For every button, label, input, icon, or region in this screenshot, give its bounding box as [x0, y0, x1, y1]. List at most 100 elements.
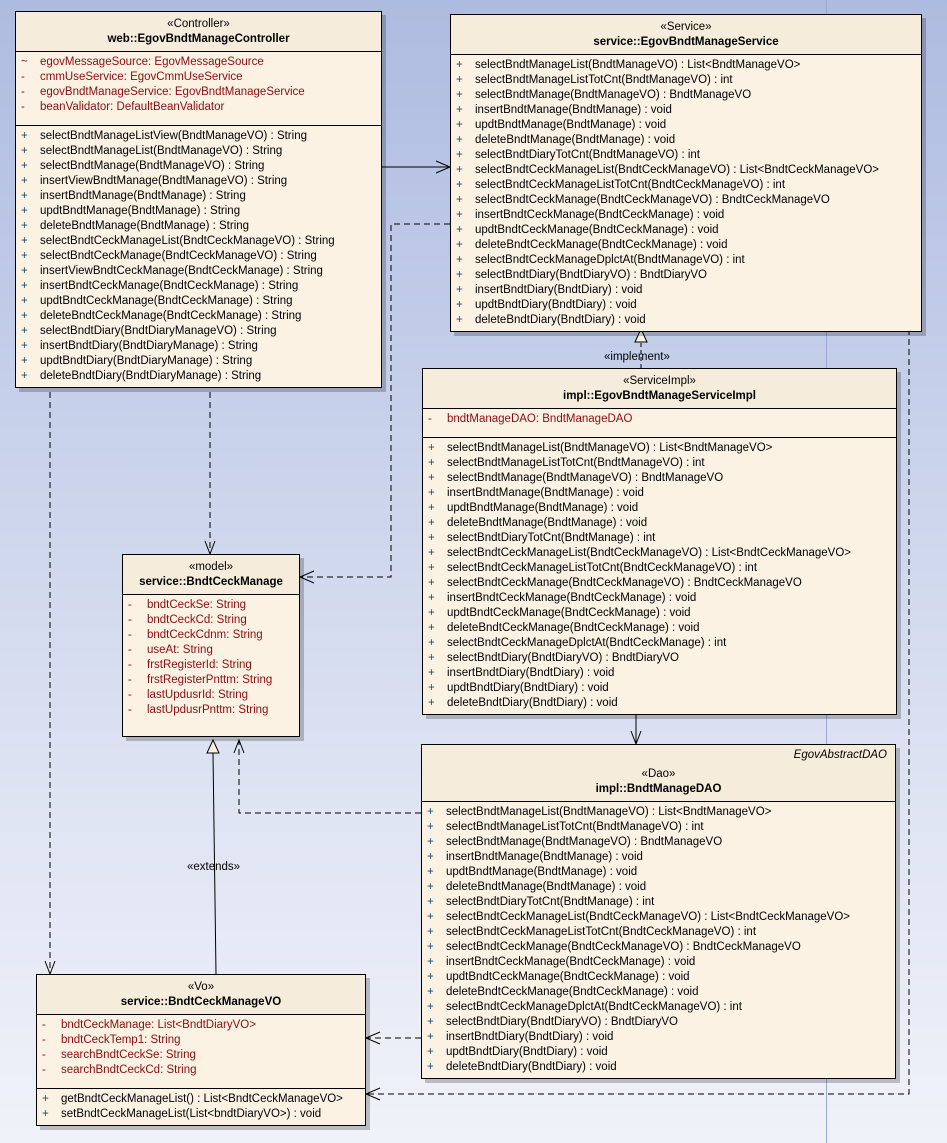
operation-row[interactable]: +deleteBndtDiary(BndtDiaryManage) : Stri… [16, 369, 381, 384]
attribute-row[interactable]: ~egovMessageSource: EgovMessageSource [16, 55, 381, 70]
attribute-row[interactable]: -egovBndtManageService: EgovBndtManageSe… [16, 85, 381, 100]
operation-row[interactable]: +insertBndtCeckManage(BndtCeckManage) : … [422, 955, 895, 970]
operation-row[interactable]: +insertBndtDiary(BndtDiary) : void [451, 283, 921, 298]
operation-row[interactable]: +selectBndtCeckManage(BndtCeckManageVO) … [422, 940, 895, 955]
class-dao[interactable]: EgovAbstractDAO «Dao» impl::BndtManageDA… [421, 744, 896, 1079]
attribute-row[interactable]: -frstRegisterPnttm: String [123, 673, 299, 688]
operation-row[interactable]: +selectBndtCeckManageList(BndtCeckManage… [451, 163, 921, 178]
operation-row[interactable]: +deleteBndtManage(BndtManage) : String [16, 219, 381, 234]
operation-row[interactable]: +selectBndtCeckManageListTotCnt(BndtCeck… [422, 925, 895, 940]
operation-row[interactable]: +selectBndtManage(BndtManageVO) : BndtMa… [423, 471, 896, 486]
attribute-row[interactable]: -bndtCeckCd: String [123, 613, 299, 628]
operation-row[interactable]: +insertBndtDiary(BndtDiary) : void [423, 666, 896, 681]
operation-row[interactable]: +selectBndtManage(BndtManageVO) : BndtMa… [422, 835, 895, 850]
attribute-row[interactable]: -frstRegisterId: String [123, 658, 299, 673]
attribute-row[interactable]: -bndtCeckManage: List<BndtDiaryVO> [37, 1018, 365, 1033]
operation-row[interactable]: +selectBndtCeckManageDplctAt(BndtManageV… [451, 253, 921, 268]
operation-row[interactable]: +setBndtCeckManageList(List<bndtDiaryVO>… [37, 1107, 365, 1122]
operation-row[interactable]: +selectBndtCeckManageListTotCnt(BndtCeck… [423, 561, 896, 576]
attribute-row[interactable]: -lastUpdusrId: String [123, 688, 299, 703]
operation-row[interactable]: +selectBndtManageList(BndtManageVO) : Li… [423, 441, 896, 456]
operation-row[interactable]: +updtBndtManage(BndtManage) : void [422, 865, 895, 880]
operation-row[interactable]: +selectBndtManageListTotCnt(BndtManageVO… [423, 456, 896, 471]
visibility-marker: - [42, 1049, 46, 1061]
operation-row[interactable]: +updtBndtDiary(BndtDiary) : void [423, 681, 896, 696]
operation-row[interactable]: +deleteBndtDiary(BndtDiary) : void [422, 1060, 895, 1075]
operation-row[interactable]: +selectBndtManageListTotCnt(BndtManageVO… [422, 820, 895, 835]
visibility-marker: + [21, 370, 28, 382]
operation-row[interactable]: +insertBndtManage(BndtManage) : String [16, 189, 381, 204]
operation-row[interactable]: +insertBndtCeckManage(BndtCeckManage) : … [423, 591, 896, 606]
operation-row[interactable]: +insertBndtCeckManage(BndtCeckManage) : … [451, 208, 921, 223]
attribute-row[interactable]: -searchBndtCeckSe: String [37, 1048, 365, 1063]
visibility-marker: - [128, 659, 132, 671]
operation-row[interactable]: +selectBndtDiaryTotCnt(BndtManage) : int [423, 531, 896, 546]
visibility-marker: - [21, 101, 25, 113]
operation-row[interactable]: +deleteBndtManage(BndtManage) : void [422, 880, 895, 895]
operation-row[interactable]: +selectBndtCeckManage(BndtCeckManageVO) … [451, 193, 921, 208]
operation-row[interactable]: +deleteBndtCeckManage(BndtCeckManage) : … [423, 621, 896, 636]
attribute-row[interactable]: -bndtCeckTemp1: String [37, 1033, 365, 1048]
operation-row[interactable]: +updtBndtCeckManage(BndtCeckManage) : St… [16, 294, 381, 309]
operation-row[interactable]: +deleteBndtDiary(BndtDiary) : void [423, 696, 896, 711]
operation-row[interactable]: +selectBndtDiary(BndtDiaryManageVO) : St… [16, 324, 381, 339]
operation-row[interactable]: +updtBndtCeckManage(BndtCeckManage) : vo… [422, 970, 895, 985]
operation-row[interactable]: +updtBndtCeckManage(BndtCeckManage) : vo… [423, 606, 896, 621]
operation-row[interactable]: +updtBndtDiary(BndtDiary) : void [451, 298, 921, 313]
operation-row[interactable]: +updtBndtCeckManage(BndtCeckManage) : vo… [451, 223, 921, 238]
operation-row[interactable]: +deleteBndtCeckManage(BndtCeckManage) : … [422, 985, 895, 1000]
operation-row[interactable]: +insertBndtDiary(BndtDiaryManage) : Stri… [16, 339, 381, 354]
attribute-row[interactable]: -useAt: String [123, 643, 299, 658]
operation-row[interactable]: +updtBndtDiary(BndtDiary) : void [422, 1045, 895, 1060]
operation-row[interactable]: +deleteBndtDiary(BndtDiary) : void [451, 313, 921, 328]
operation-row[interactable]: +insertViewBndtCeckManage(BndtCeckManage… [16, 264, 381, 279]
operation-row[interactable]: +insertBndtManage(BndtManage) : void [422, 850, 895, 865]
attribute-row[interactable]: -cmmUseService: EgovCmmUseService [16, 70, 381, 85]
operation-row[interactable]: +updtBndtManage(BndtManage) : void [451, 118, 921, 133]
attribute-row[interactable]: -bndtManageDAO: BndtManageDAO [423, 412, 896, 427]
operation-row[interactable]: +selectBndtCeckManageDplctAt(BndtCeckMan… [423, 636, 896, 651]
class-controller[interactable]: «Controller» web::EgovBndtManageControll… [15, 11, 382, 388]
operation-row[interactable]: +selectBndtManageList(BndtManageVO) : Li… [451, 58, 921, 73]
class-service[interactable]: «Service» service::EgovBndtManageService… [450, 14, 922, 332]
attribute-row[interactable]: -searchBndtCeckCd: String [37, 1063, 365, 1078]
operation-row[interactable]: +selectBndtCeckManageList(BndtCeckManage… [422, 910, 895, 925]
operation-row[interactable]: +selectBndtDiaryTotCnt(BndtManageVO) : i… [451, 148, 921, 163]
operation-row[interactable]: +selectBndtCeckManageDplctAt(BndtCeckMan… [422, 1000, 895, 1015]
attribute-row[interactable]: -bndtCeckCdnm: String [123, 628, 299, 643]
operation-row[interactable]: +selectBndtDiary(BndtDiaryVO) : BndtDiar… [422, 1015, 895, 1030]
operation-row[interactable]: +selectBndtDiary(BndtDiaryVO) : BndtDiar… [423, 651, 896, 666]
operation-row[interactable]: +selectBndtCeckManageList(BndtCeckManage… [423, 546, 896, 561]
operation-row[interactable]: +selectBndtManageList(BndtManageVO) : St… [16, 144, 381, 159]
operation-row[interactable]: +updtBndtManage(BndtManage) : void [423, 501, 896, 516]
operation-row[interactable]: +getBndtCeckManageList() : List<BndtCeck… [37, 1092, 365, 1107]
attribute-row[interactable]: -bndtCeckSe: String [123, 598, 299, 613]
operation-row[interactable]: +deleteBndtCeckManage(BndtCeckManage) : … [16, 309, 381, 324]
operation-row[interactable]: +deleteBndtCeckManage(BndtCeckManage) : … [451, 238, 921, 253]
operation-row[interactable]: +selectBndtManageListTotCnt(BndtManageVO… [451, 73, 921, 88]
operation-row[interactable]: +updtBndtManage(BndtManage) : String [16, 204, 381, 219]
operation-row[interactable]: +deleteBndtManage(BndtManage) : void [423, 516, 896, 531]
operation-row[interactable]: +insertBndtDiary(BndtDiary) : void [422, 1030, 895, 1045]
operation-row[interactable]: +selectBndtDiary(BndtDiaryVO) : BndtDiar… [451, 268, 921, 283]
class-service-impl[interactable]: «ServiceImpl» impl::EgovBndtManageServic… [422, 368, 897, 715]
attribute-row[interactable]: -lastUpdusrPnttm: String [123, 703, 299, 718]
operation-row[interactable]: +insertBndtManage(BndtManage) : void [423, 486, 896, 501]
operation-row[interactable]: +selectBndtCeckManageListTotCnt(BndtCeck… [451, 178, 921, 193]
operation-row[interactable]: +selectBndtCeckManageList(BndtCeckManage… [16, 234, 381, 249]
operation-row[interactable]: +selectBndtManage(BndtManageVO) : BndtMa… [451, 88, 921, 103]
operation-row[interactable]: +selectBndtManageListView(BndtManageVO) … [16, 129, 381, 144]
operation-row[interactable]: +deleteBndtManage(BndtManage) : void [451, 133, 921, 148]
operation-row[interactable]: +updtBndtDiary(BndtDiaryManage) : String [16, 354, 381, 369]
operation-row[interactable]: +selectBndtManageList(BndtManageVO) : Li… [422, 805, 895, 820]
operation-row[interactable]: +insertBndtCeckManage(BndtCeckManage) : … [16, 279, 381, 294]
operation-row[interactable]: +insertBndtManage(BndtManage) : void [451, 103, 921, 118]
operation-row[interactable]: +insertViewBndtManage(BndtManageVO) : St… [16, 174, 381, 189]
operation-row[interactable]: +selectBndtCeckManage(BndtCeckManageVO) … [423, 576, 896, 591]
operation-row[interactable]: +selectBndtDiaryTotCnt(BndtManage) : int [422, 895, 895, 910]
operation-row[interactable]: +selectBndtManage(BndtManageVO) : String [16, 159, 381, 174]
class-model[interactable]: «model» service::BndtCeckManage -bndtCec… [122, 554, 300, 737]
operation-row[interactable]: +selectBndtCeckManage(BndtCeckManageVO) … [16, 249, 381, 264]
attribute-row[interactable]: -beanValidator: DefaultBeanValidator [16, 100, 381, 115]
class-vo[interactable]: «Vo» service::BndtCeckManageVO -bndtCeck… [36, 974, 366, 1126]
